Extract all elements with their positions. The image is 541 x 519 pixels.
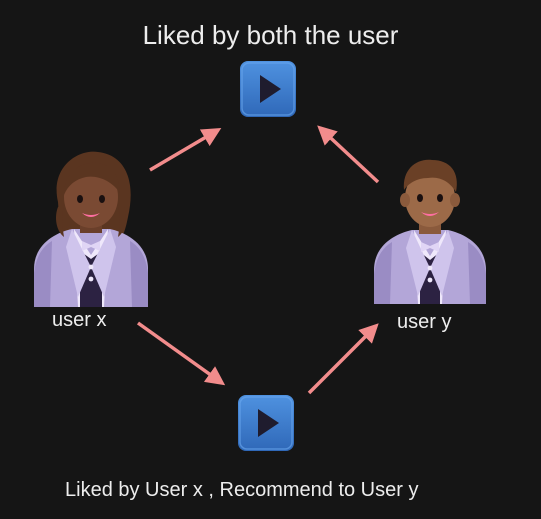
user-y-label: user y xyxy=(397,311,452,333)
arrow-bottom-item-to-user-y xyxy=(307,323,379,395)
play-button-icon xyxy=(240,61,296,117)
arrow-user-y-to-top-item xyxy=(317,125,380,184)
top-caption: Liked by both the user xyxy=(142,20,399,50)
woman-in-tuxedo-icon xyxy=(34,151,148,307)
arrow-user-x-to-bottom-item xyxy=(136,321,226,386)
man-in-tuxedo-icon xyxy=(374,159,486,304)
user-x-label: user x xyxy=(52,309,107,331)
bottom-caption: Liked by User x , Recommend to User y xyxy=(65,479,419,501)
arrow-user-x-to-top-item xyxy=(149,128,222,172)
play-button-icon xyxy=(238,395,294,451)
